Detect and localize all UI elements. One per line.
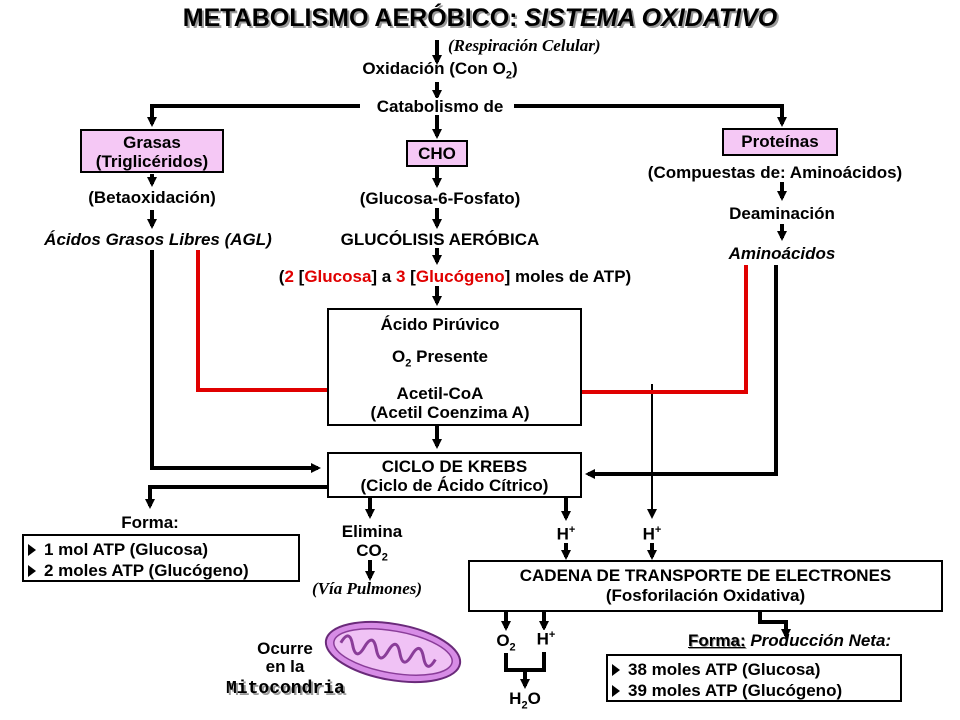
forma-left-label: Forma:: [121, 513, 179, 532]
h-plus-label-1: H+: [553, 525, 579, 543]
cadena-box: CADENA DE TRANSPORTE DE ELECTRONES (Fosf…: [468, 560, 943, 612]
arrow-to-grasas: [147, 104, 360, 127]
grasas-box: Grasas (Triglicéridos): [80, 129, 224, 173]
krebs-line1: CICLO DE KREBS: [381, 457, 528, 476]
title-main: METABOLISMO AERÓBICO:: [182, 4, 525, 32]
krebs-box: CICLO DE KREBS (Ciclo de Ácido Cítrico): [327, 452, 582, 498]
arrow-amino-to-krebs: [585, 265, 778, 479]
h-plus-label-2: H+: [639, 525, 665, 543]
mitocondria-label: Mitocondria: [226, 679, 345, 699]
deaminacion-label: Deaminación: [726, 205, 838, 222]
acetil-coenzima-label: (Acetil Coenzima A): [370, 403, 530, 422]
agl-label: Ácidos Grasos Libres (AGL): [44, 230, 272, 249]
krebs-line2: (Ciclo de Ácido Cítrico): [360, 476, 549, 495]
arrow-to-proteinas: [514, 104, 787, 127]
cadena-line1: CADENA DE TRANSPORTE DE ELECTRONES: [519, 566, 892, 585]
forma-left-item: 2 moles ATP (Glucógeno): [24, 560, 298, 581]
page-title: METABOLISMO AERÓBICO: SISTEMA OXIDATIVO: [183, 4, 777, 33]
forma-right-box: 38 moles ATP (Glucosa) 39 moles ATP (Glu…: [606, 654, 902, 702]
h2o-label: H2O: [509, 689, 541, 712]
ocurre-label: Ocurre en la: [257, 639, 313, 676]
glucosa-6-fosfato-label: (Glucosa-6-Fosfato): [356, 190, 524, 207]
piruvico-label: Ácido Pirúvico: [377, 316, 503, 333]
forma-left-list: 1 mol ATP (Glucosa) 2 moles ATP (Glucóge…: [24, 539, 298, 581]
atp-glucolisis-label: (2 [Glucosa] a 3 [Glucógeno] moles de AT…: [275, 268, 635, 285]
forma-right-label: Forma: Producción Neta:: [688, 631, 892, 650]
via-pulmones-label: (Vía Pulmones): [312, 579, 423, 598]
red-arrow-agl-acetil: [196, 250, 391, 395]
betaoxidacion-label: (Betaoxidación): [85, 189, 219, 206]
title-italic: SISTEMA OXIDATIVO: [524, 4, 778, 32]
h-plus-product-label: H+: [533, 630, 559, 648]
grasas-box-line2: (Triglicéridos): [95, 152, 209, 171]
mitochondria-illustration: [324, 621, 462, 683]
catabolismo-label: Catabolismo de: [373, 98, 507, 115]
arrow-agl-to-krebs: [150, 250, 321, 473]
oxidacion-label: Oxidación (Con O2): [362, 59, 518, 82]
forma-right-list: 38 moles ATP (Glucosa) 39 moles ATP (Glu…: [608, 659, 900, 701]
glucolisis-label: GLUCÓLISIS AERÓBICA: [337, 231, 543, 248]
cho-box: CHO: [406, 140, 468, 167]
arrow-krebs-forma: [145, 485, 327, 509]
grasas-box-line1: Grasas: [123, 133, 181, 152]
arrow-cadena-forma: [758, 612, 791, 639]
o2-presente-label: O2 Presente: [389, 348, 491, 370]
proteinas-box: Proteínas: [722, 128, 838, 156]
compuestas-label: (Compuestas de: Aminoácidos): [644, 164, 906, 181]
o2-product-label: O2: [493, 632, 519, 654]
join-o2-h: [504, 652, 546, 672]
respiracion-label: (Respiración Celular): [448, 36, 601, 55]
cadena-line2: (Fosforilación Oxidativa): [605, 586, 806, 605]
forma-right-item: 38 moles ATP (Glucosa): [608, 659, 900, 680]
elimina-co2-label: Elimina CO2: [341, 522, 403, 564]
aminoacidos-label: Aminoácidos: [728, 244, 836, 263]
acetil-coa-label: Acetil-CoA: [393, 385, 487, 402]
forma-left-box: 1 mol ATP (Glucosa) 2 moles ATP (Glucóge…: [22, 534, 300, 582]
forma-left-item: 1 mol ATP (Glucosa): [24, 539, 298, 560]
red-arrow-amino-acetil: [543, 265, 748, 397]
forma-right-item: 39 moles ATP (Glucógeno): [608, 680, 900, 701]
